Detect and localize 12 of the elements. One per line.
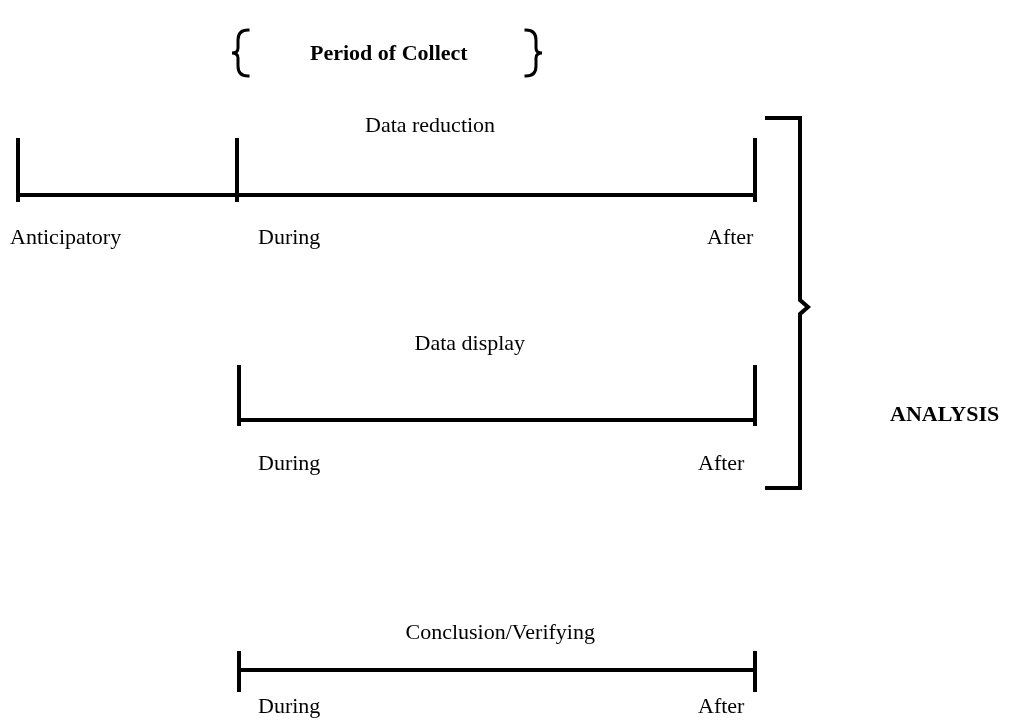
phase-label: After	[698, 450, 745, 476]
group-label: ANALYSIS	[890, 401, 1000, 427]
phase-label: After	[698, 693, 745, 719]
process-label: Conclusion/Verifying	[405, 619, 595, 645]
title: Period of Collect	[310, 40, 468, 66]
phase-label: During	[258, 224, 321, 250]
phase-label: During	[258, 450, 321, 476]
phase-label: Anticipatory	[10, 224, 122, 250]
process-label: Data reduction	[365, 112, 496, 138]
process-label: Data display	[414, 330, 526, 356]
phase-label: During	[258, 693, 321, 719]
phase-label: After	[707, 224, 754, 250]
